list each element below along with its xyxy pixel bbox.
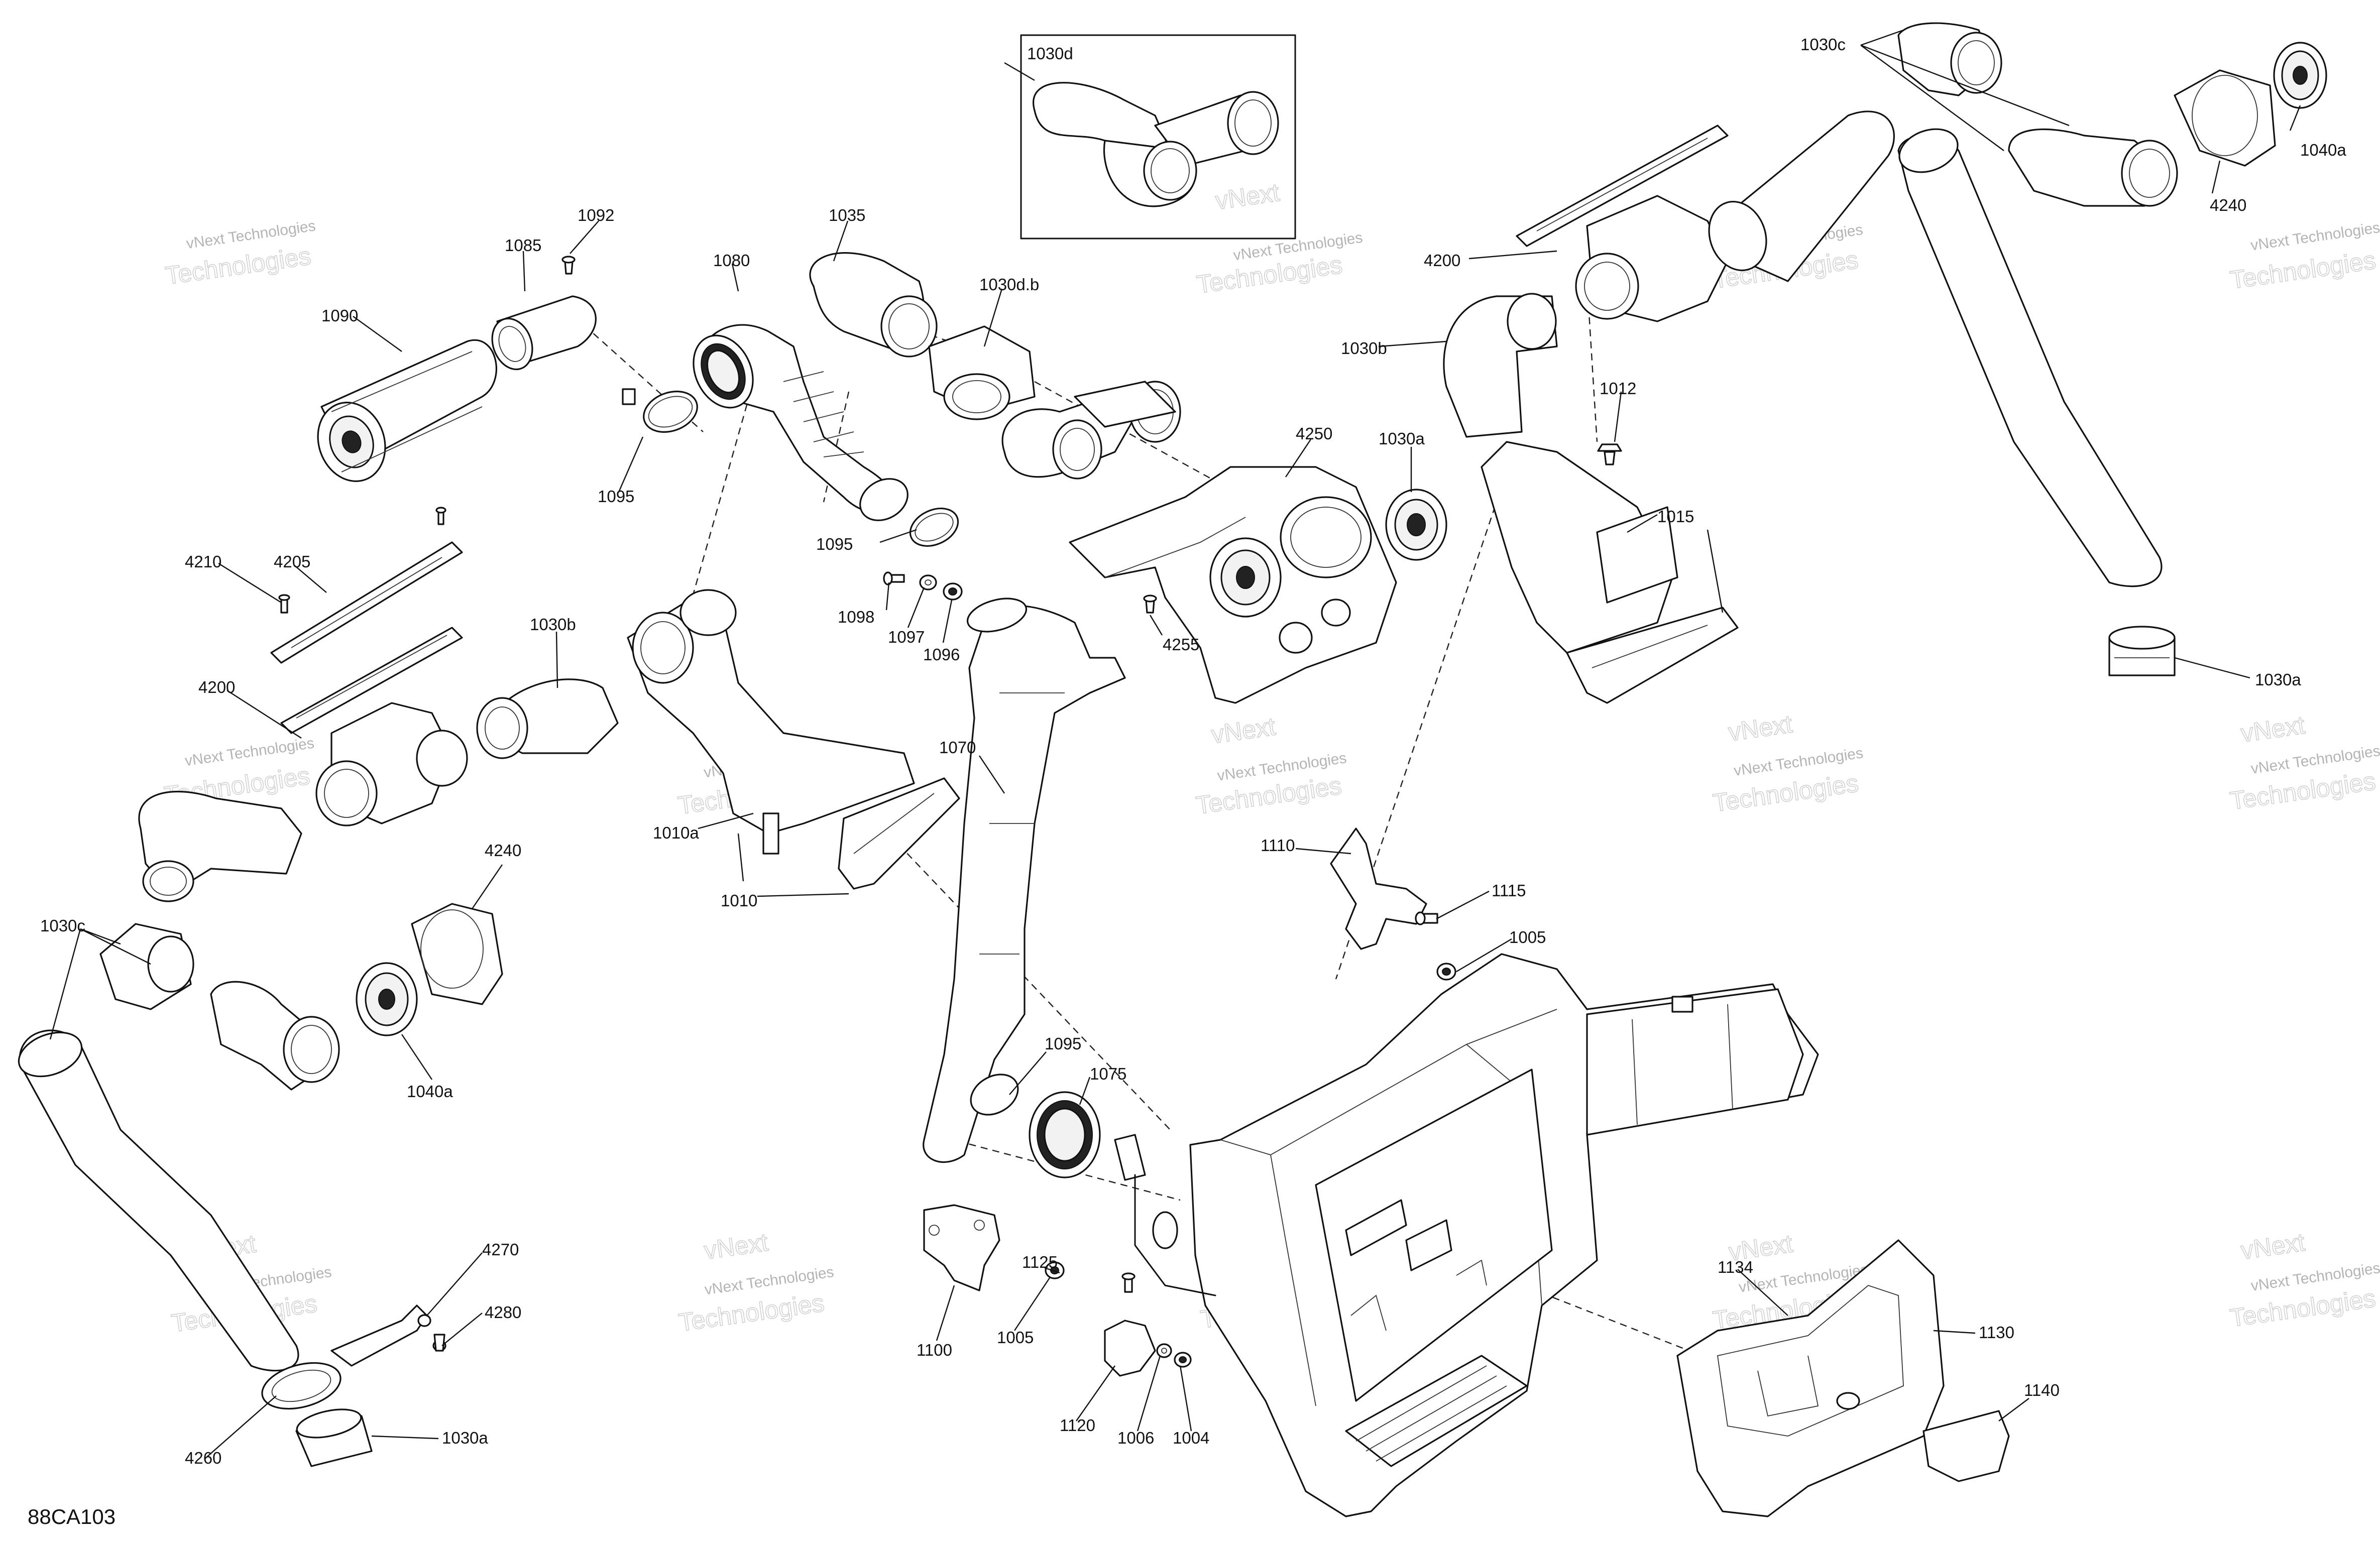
label-4210: 4210	[185, 552, 221, 571]
label-1098: 1098	[838, 608, 874, 626]
watermark-fragment: vNext	[1210, 712, 1277, 749]
label-1130: 1130	[1979, 1323, 2014, 1342]
label-1097: 1097	[888, 628, 925, 646]
label-4200-left: 4200	[198, 678, 235, 696]
label-1030b-left: 1030b	[530, 615, 576, 634]
label-1115: 1115	[1492, 881, 1526, 900]
label-1085: 1085	[505, 236, 541, 255]
air-filter-group	[317, 256, 698, 482]
label-1095-c: 1095	[1045, 1034, 1081, 1053]
label-1004: 1004	[1173, 1429, 1209, 1447]
watermark-large: Technologies	[2228, 1284, 2377, 1332]
label-1140: 1140	[2024, 1381, 2060, 1399]
watermark-large: Technologies	[1711, 769, 1860, 817]
label-1070: 1070	[939, 738, 976, 757]
diagram-reference-code: 88CA103	[28, 1505, 116, 1528]
label-1030a-right: 1030a	[2255, 670, 2301, 689]
label-4240-top: 4240	[2210, 196, 2246, 214]
label-4270: 4270	[482, 1240, 519, 1259]
watermark-large: Technologies	[1194, 771, 1343, 819]
bottom-left-hardware	[261, 1304, 446, 1467]
label-1010a: 1010a	[653, 823, 699, 842]
label-1030a-bot: 1030a	[442, 1429, 488, 1447]
label-1100: 1100	[917, 1341, 952, 1359]
label-4240-left: 4240	[485, 841, 521, 860]
label-1012: 1012	[1600, 379, 1636, 398]
watermark-fragment: vNext	[1214, 178, 1281, 215]
label-1090: 1090	[321, 306, 358, 325]
leader-lines	[49, 29, 2301, 1459]
label-1096: 1096	[923, 645, 960, 664]
airbox-assembly	[1114, 953, 1819, 1517]
watermark-fragment: vNext	[702, 1228, 769, 1265]
label-1035: 1035	[829, 206, 865, 224]
watermark-fragment: vNext	[2239, 1228, 2306, 1265]
label-1030c-top: 1030c	[1800, 35, 1846, 54]
left-middle-group	[18, 507, 619, 1372]
duct-1010	[627, 589, 960, 890]
label-4200-top: 4200	[1424, 251, 1460, 270]
lower-hardware	[923, 1204, 1192, 1377]
label-4250: 4250	[1296, 424, 1332, 443]
label-1005-top: 1005	[1509, 928, 1546, 946]
label-4260: 4260	[185, 1449, 221, 1467]
watermark-fragment: vNext	[1727, 709, 1794, 746]
watermark-large: Technologies	[677, 1288, 826, 1337]
bracket-1110	[1330, 827, 1456, 981]
label-1040a-left: 1040a	[407, 1082, 453, 1101]
label-1005-bot: 1005	[997, 1328, 1034, 1347]
pipe-1070	[923, 598, 1126, 1178]
label-1006: 1006	[1117, 1429, 1154, 1447]
label-1080: 1080	[713, 251, 750, 270]
label-1040a-top: 1040a	[2300, 141, 2346, 159]
label-1015: 1015	[1657, 507, 1694, 526]
intake-duct-group	[693, 252, 1181, 601]
inset-1030d	[1020, 34, 1296, 240]
label-1030d: 1030d	[1027, 44, 1073, 63]
label-1095-b: 1095	[816, 535, 853, 553]
label-1125: 1125	[1022, 1253, 1058, 1271]
watermark-large: Technologies	[2228, 246, 2377, 294]
label-1030b-top: 1030b	[1341, 339, 1387, 358]
label-1092: 1092	[578, 206, 614, 224]
part-labels: 1030d 1030c 1092 1085 1090 1035 1080 103…	[40, 35, 2346, 1467]
plate-4250	[1069, 466, 1447, 704]
duct-1015	[1481, 441, 1739, 704]
label-1110: 1110	[1261, 836, 1295, 855]
watermark-large: Technologies	[164, 242, 313, 290]
label-4205: 4205	[274, 552, 310, 571]
label-1095-a: 1095	[598, 487, 634, 506]
label-1030d-b: 1030d.b	[979, 275, 1039, 294]
watermark-fragment: vNext	[2239, 711, 2306, 748]
label-1030c-left: 1030c	[40, 916, 85, 935]
label-1134: 1134	[1718, 1258, 1753, 1276]
label-1030a-mid: 1030a	[1379, 429, 1425, 448]
label-1010: 1010	[721, 891, 757, 910]
label-4280: 4280	[485, 1303, 521, 1322]
label-1120: 1120	[1060, 1416, 1095, 1435]
right-top-group	[1443, 22, 2327, 676]
label-1075: 1075	[1090, 1064, 1126, 1083]
label-4255: 4255	[1163, 635, 1199, 654]
tray-1130	[1676, 1239, 2010, 1517]
watermark-large: Technologies	[2228, 767, 2377, 815]
